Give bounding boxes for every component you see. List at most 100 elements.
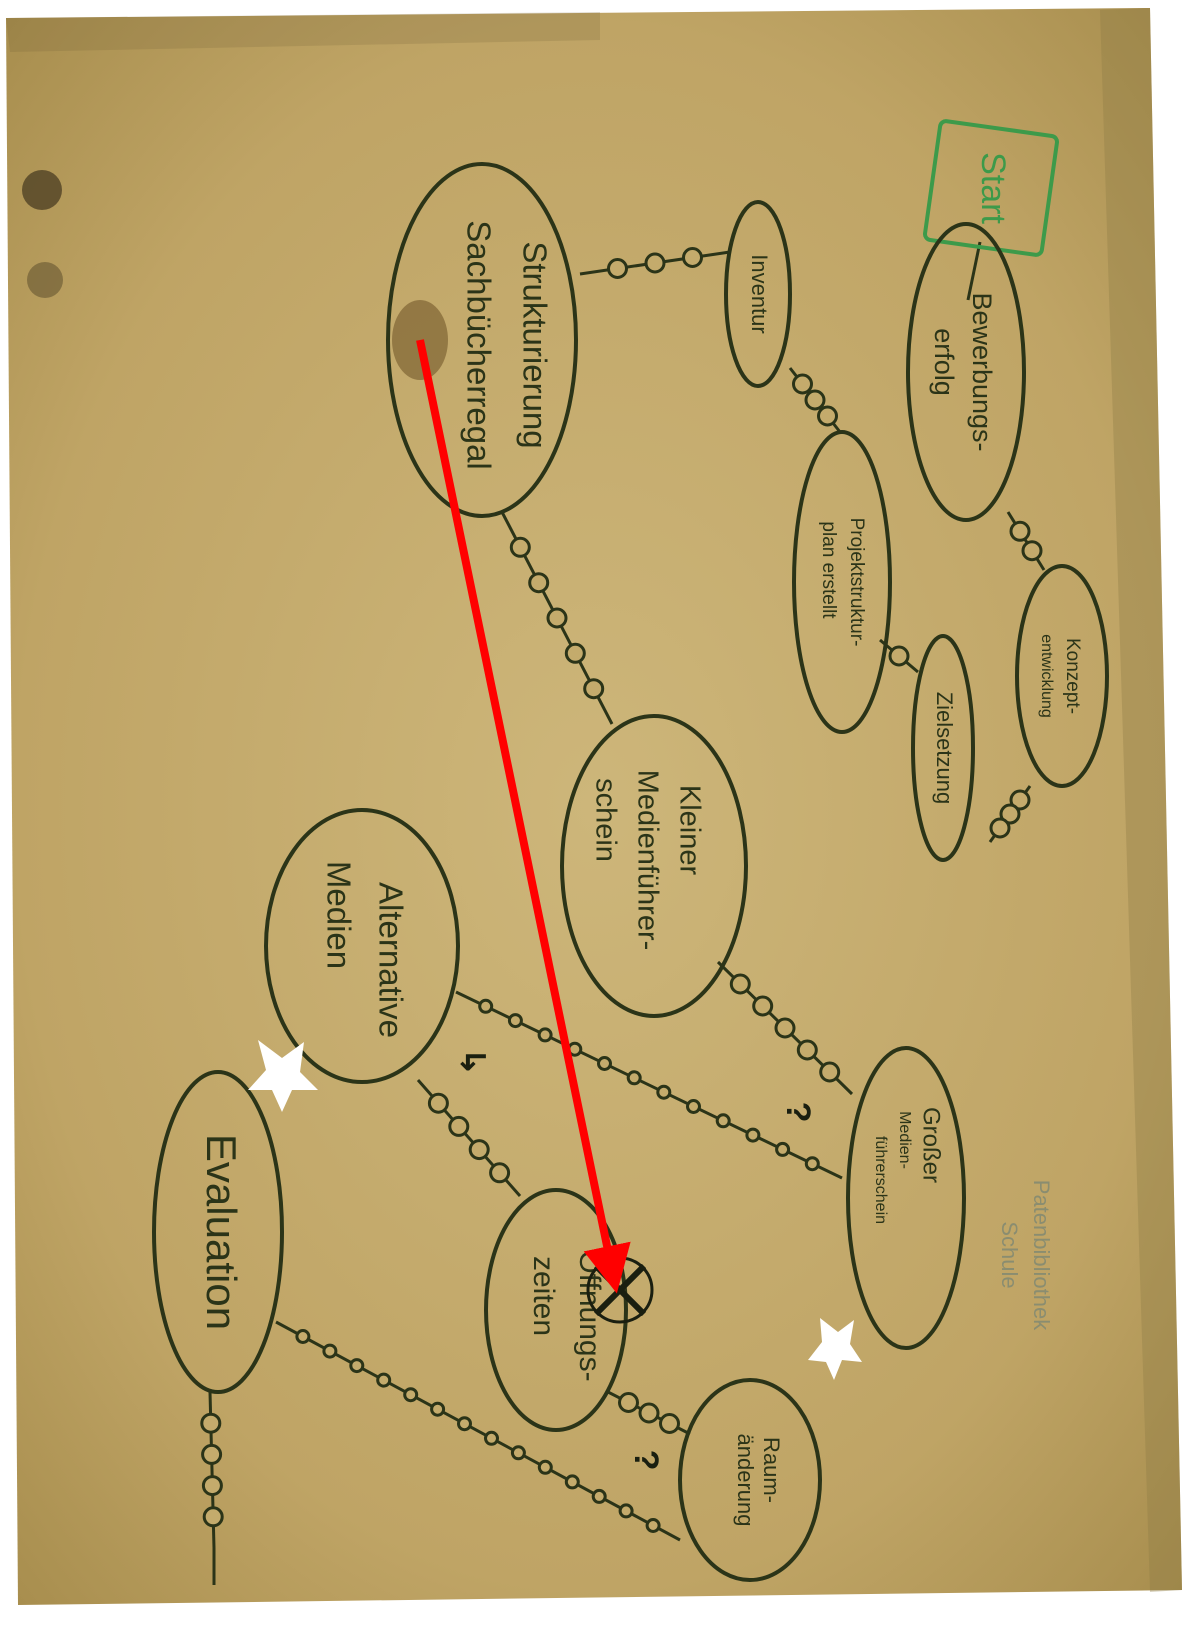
- chain-konzept-ziel-bead: [999, 803, 1021, 825]
- chain-evaluation-raum-bead: [403, 1387, 419, 1403]
- grosser-line-2: Medien-: [896, 1111, 913, 1169]
- chain-kleiner-grosser-bead: [752, 995, 774, 1017]
- binder-hole-bottom: [27, 262, 63, 298]
- node-evaluation: Evaluation: [152, 1070, 284, 1394]
- raum-line-2: änderung: [733, 1434, 758, 1527]
- alternative-oval: [264, 808, 460, 1084]
- kleiner-line-1: Kleiner: [673, 785, 705, 876]
- chain-evaluation-raum: [275, 1320, 681, 1542]
- question-mark-raum: ?: [627, 1450, 665, 1471]
- chain-oeffnung-raum-bead: [659, 1413, 680, 1434]
- chain-evaluation-raum-bead: [349, 1358, 365, 1374]
- chain-alternative-grosser-bead: [804, 1156, 820, 1172]
- chain-struktur-kleiner-bead: [564, 642, 586, 664]
- konzept-line-1: Konzept-: [1062, 638, 1083, 714]
- projekt-oval: [792, 430, 892, 734]
- pencil-note-line-1: Patenbibliothek: [1029, 1180, 1054, 1331]
- chain-evaluation-tail-bead: [201, 1443, 223, 1465]
- chain-evaluation-raum-bead: [322, 1343, 338, 1359]
- konzept-oval: [1015, 564, 1109, 788]
- bewerbung-line-2: erfolg: [929, 328, 959, 396]
- chain-evaluation-raum-bead: [295, 1329, 311, 1344]
- node-alternative-medien: Alternative Medien: [264, 808, 460, 1084]
- evaluation-label: Evaluation: [198, 1134, 245, 1330]
- chain-alternative-grosser-bead: [745, 1127, 761, 1143]
- chain-projekt-inventur-bead: [804, 389, 826, 411]
- chain-bewerbung-konzept-bead: [1009, 520, 1031, 542]
- evaluation-oval: [152, 1070, 284, 1394]
- chain-kleiner-grosser-bead: [819, 1061, 841, 1083]
- chain-oeffnung-raum-bead: [618, 1392, 639, 1413]
- node-inventur: Inventur: [724, 200, 792, 388]
- grosser-line-3: führerschein: [872, 1136, 889, 1224]
- chain-kleiner-grosser-bead: [774, 1017, 796, 1039]
- chain-alternative-oeffnung-bead: [468, 1139, 490, 1161]
- chain-alternative-grosser-bead: [537, 1027, 553, 1043]
- node-start: Start: [923, 119, 1059, 257]
- struktur-oval: [386, 162, 578, 518]
- chain-alternative-grosser-bead: [775, 1141, 791, 1157]
- chain-projekt-inventur-bead: [792, 373, 813, 395]
- chain-evaluation-raum-bead: [510, 1445, 526, 1461]
- node-raumaenderung: Raum- änderung: [678, 1378, 822, 1582]
- paper-top-shadow: [6, 12, 600, 52]
- konzept-line-2: entwicklung: [1038, 634, 1055, 718]
- bewerbung-oval: [906, 222, 1026, 522]
- alternative-line-2: Medien: [320, 861, 357, 969]
- pencil-note-line-2: Schule: [997, 1221, 1022, 1288]
- node-kleiner-medienfuehrerschein: Kleiner Medienführer- schein: [560, 714, 748, 1018]
- chain-inventur-struktur-bead: [607, 258, 628, 279]
- struktur-line-1: Strukturierung: [516, 241, 553, 448]
- chain-kleiner-grosser-bead: [729, 973, 751, 995]
- chain-bewerbung-konzept: [1006, 511, 1046, 571]
- node-zielsetzung: Zielsetzung: [911, 634, 975, 862]
- projekt-line-1: Projektstruktur-: [846, 518, 867, 647]
- chain-struktur-kleiner-bead: [583, 678, 605, 700]
- chain-evaluation-tail-bead: [201, 1475, 223, 1497]
- paper-shadow-edge: [1100, 8, 1182, 1592]
- white-tape-patch-left: [248, 1040, 318, 1112]
- chain-evaluation-raum-bead: [537, 1459, 553, 1475]
- chain-oeffnung-raum-bead: [638, 1402, 660, 1424]
- red-arrow: [416, 339, 631, 1294]
- chain-struktur-kleiner-bead: [546, 607, 568, 629]
- chain-evaluation-raum-bead: [430, 1401, 446, 1417]
- node-bewerbungserfolg: Bewerbungs- erfolg: [906, 222, 1026, 522]
- kleiner-line-3: schein: [589, 778, 621, 862]
- chain-evaluation-raum-bead: [564, 1474, 580, 1490]
- grosser-line-1: Großer: [918, 1107, 945, 1183]
- inventur-label: Inventur: [747, 254, 772, 334]
- chain-ziel-projekt-bead: [888, 645, 910, 667]
- oeffnung-oval: [484, 1188, 628, 1432]
- chain-alternative-grosser-bead: [507, 1013, 523, 1029]
- chain-evaluation-tail-bead: [202, 1506, 224, 1528]
- chain-alternative-grosser-bead: [626, 1070, 642, 1086]
- chain-start-bewerbung: [966, 241, 982, 301]
- question-mark-grosser: ?: [779, 1102, 817, 1123]
- projekt-line-2: plan erstellt: [818, 521, 839, 619]
- grosser-oval: [846, 1046, 966, 1350]
- chain-evaluation-raum-bead: [645, 1518, 661, 1533]
- white-tape-patch-right: [808, 1318, 862, 1380]
- struktur-line-2: Sachbücherregal: [460, 220, 497, 470]
- chain-alternative-oeffnung-bead: [448, 1115, 470, 1137]
- chain-projekt-inventur-bead: [817, 405, 838, 427]
- chain-alternative-oeffnung-bead: [427, 1092, 449, 1114]
- chain-evaluation-raum-bead: [457, 1416, 472, 1432]
- chain-konzept-ziel-bead: [1009, 789, 1031, 811]
- paper-sheet: [6, 8, 1182, 1605]
- kleiner-oval: [560, 714, 748, 1018]
- ziel-oval: [911, 634, 975, 862]
- node-projektstrukturplan: Projektstruktur- plan erstellt: [792, 430, 892, 734]
- chain-alternative-grosser-bead: [478, 998, 494, 1014]
- chain-bewerbung-konzept-bead: [1021, 540, 1043, 562]
- raum-oval: [678, 1378, 822, 1582]
- raum-line-1: Raum-: [759, 1437, 784, 1503]
- chain-konzept-ziel-bead: [989, 817, 1011, 839]
- node-strukturierung: Strukturierung Sachbücherregal: [386, 162, 578, 518]
- chain-evaluation-tail-bead: [200, 1412, 222, 1434]
- start-box: [923, 119, 1059, 257]
- pencil-note: Patenbibliothek Schule: [997, 1180, 1054, 1331]
- chain-inventur-struktur-bead: [682, 247, 703, 268]
